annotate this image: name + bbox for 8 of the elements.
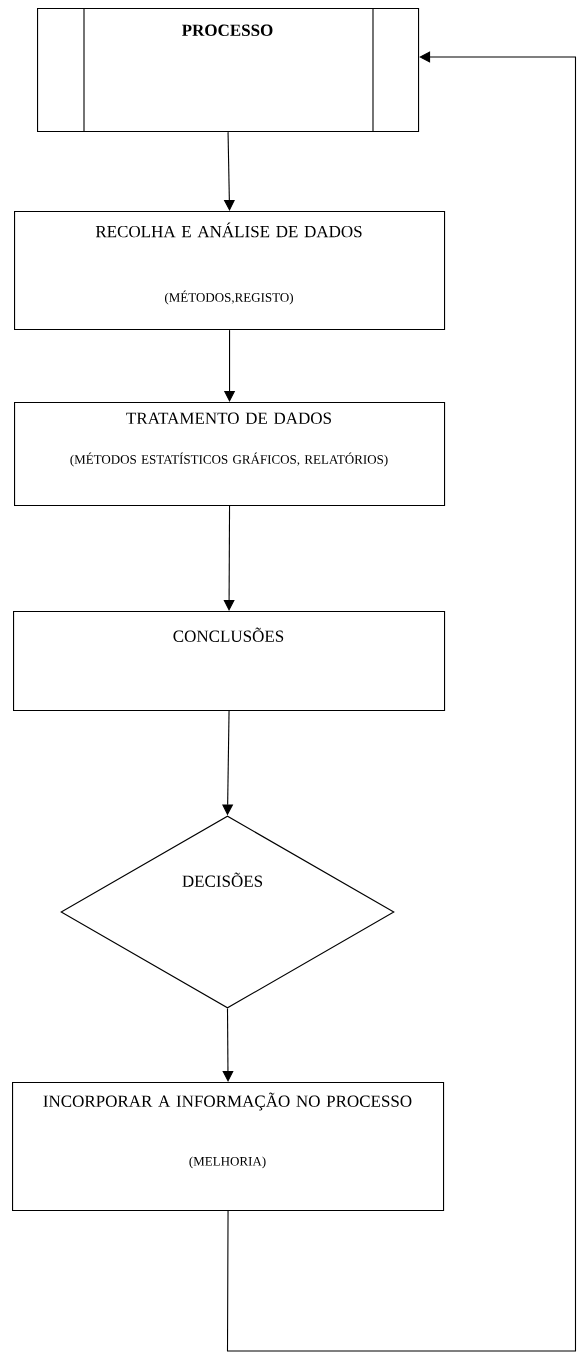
arrow <box>222 1008 234 1082</box>
arrow <box>226 51 577 1352</box>
process-box: RECOLHA E ANÁLISE DE DADOS (MÉTODOS,REGISTO) <box>14 211 446 331</box>
process-box: PROCESSO <box>37 7 420 133</box>
process-box: CONCLUSÕES <box>13 611 446 712</box>
process-box: INCORPORAR A INFORMAÇÃO NO PROCESSO (MELHORIA) <box>12 1082 445 1212</box>
process-box: TRATAMENTO DE DADOS (MÉTODOS ESTATÍSTICOS GRÁFICOS, RELATÓRIOS) <box>14 402 446 507</box>
arrow <box>223 505 235 611</box>
